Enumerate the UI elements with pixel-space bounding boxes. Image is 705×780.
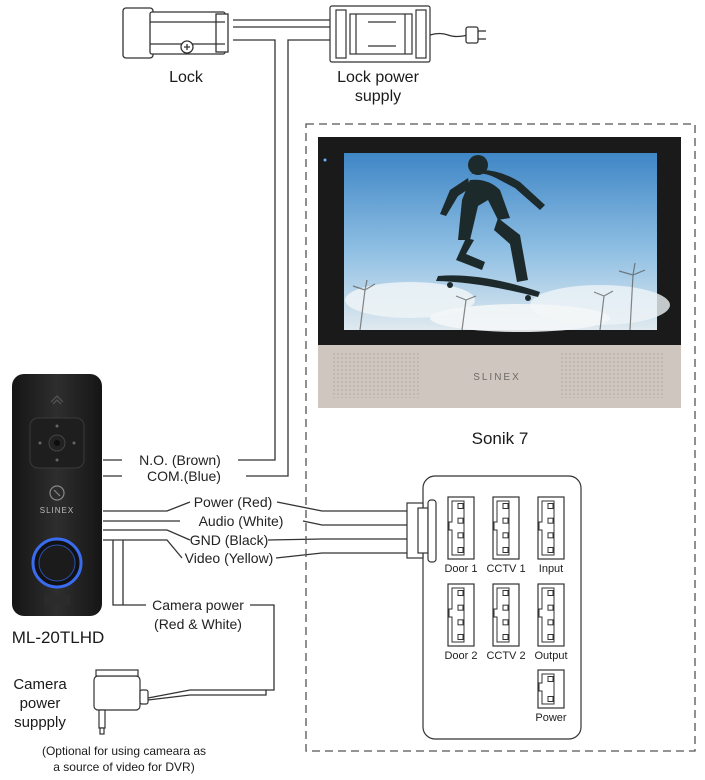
camera-power-adapter (93, 669, 149, 735)
connector-label: Door 2 (444, 650, 477, 662)
lock-power-supply-device (329, 5, 431, 63)
wire-label-no: N.O. (Brown) (139, 452, 221, 468)
optional-note-line-2: a source of video for DVR) (53, 760, 194, 774)
wire-label-camera-power-1: Camera power (152, 597, 244, 613)
wire-lines (103, 19, 469, 701)
wire-label-audio: Audio (White) (199, 513, 284, 529)
connector-label: Output (534, 650, 567, 662)
lock-power-supply-label-1: Lock power (337, 69, 419, 86)
connector-input: Input (537, 496, 565, 575)
wire-label-camera-power-2: (Red & White) (154, 616, 242, 632)
plug-icon (465, 26, 486, 44)
connector-door-1: Door 1 (444, 496, 478, 575)
panel-model-label: ML-20TLHD (12, 628, 105, 647)
connector-label: Door 1 (444, 563, 477, 575)
connector-label: CCTV 2 (486, 650, 525, 662)
wire-label-com: COM.(Blue) (147, 468, 221, 484)
wire-label-gnd: GND (Black) (190, 532, 269, 548)
connector-power: Power (535, 669, 567, 724)
connector-cctv-1: CCTV 1 (486, 496, 526, 575)
monitor-label: Sonik 7 (472, 429, 529, 448)
camera-power-supply-label-3: suppply (14, 714, 66, 731)
connector-cctv-2: CCTV 2 (486, 583, 526, 662)
connector-door-2: Door 2 (444, 583, 478, 662)
wire-labels: N.O. (Brown) COM.(Blue) Power (Red) Audi… (139, 452, 283, 632)
lock-device (122, 7, 229, 59)
wire-label-power: Power (Red) (194, 494, 273, 510)
connector-label: Power (535, 712, 567, 724)
camera-power-supply-label-1: Camera (13, 676, 67, 693)
camera-power-supply-label-2: power (20, 695, 61, 712)
connector-label: Input (539, 563, 563, 575)
key-icon (49, 485, 65, 501)
lock-label: Lock (169, 69, 204, 86)
connector-label: CCTV 1 (486, 563, 525, 575)
lock-power-supply-label-2: supply (355, 88, 401, 105)
monitor-brand: SLINEX (473, 372, 521, 383)
optional-note-line-1: (Optional for using cameara as (42, 744, 206, 758)
wire-label-video: Video (Yellow) (185, 550, 274, 566)
panel-brand: SLINEX (40, 506, 74, 515)
monitor-device: SLINEX (318, 137, 681, 408)
door-panel-device: SLINEX (12, 374, 102, 616)
connector-output: Output (534, 583, 568, 662)
monitor-dashed-border (305, 123, 696, 752)
